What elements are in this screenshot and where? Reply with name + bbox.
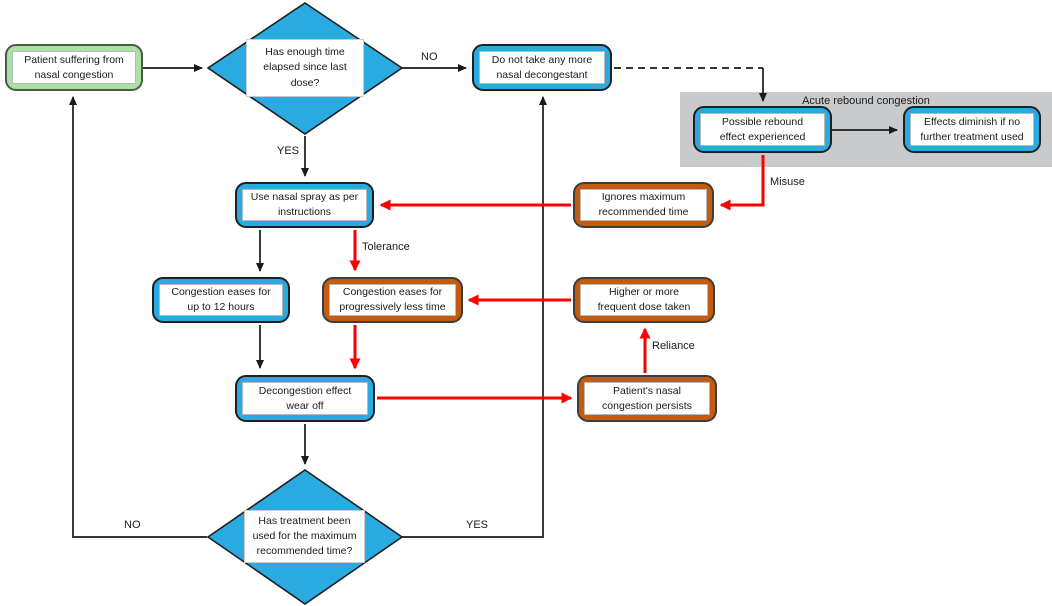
edge-label-yes-top: YES [277,145,300,157]
node-congestion-persists-label: Patient's nasal congestion persists [584,382,710,415]
node-congestion-persists: Patient's nasal congestion persists [577,375,717,422]
edge-label-no-bottom: NO [124,519,141,531]
node-ignores-maximum-label: Ignores maximum recommended time [580,189,707,221]
edge-label-yes-bottom: YES [466,519,489,531]
edge-label-misuse: Misuse [770,176,805,188]
node-patient-congestion-label: Patient suffering from nasal congestion [12,51,136,84]
node-eases-less-time: Congestion eases for progressively less … [322,277,463,323]
node-decongestion-wear-off-label: Decongestion effect wear off [242,382,368,415]
node-effects-diminish-label: Effects diminish if no further treatment… [910,113,1034,146]
node-ignores-maximum: Ignores maximum recommended time [573,182,714,228]
decision-enough-time-label: Has enough time elapsed since last dose? [246,39,364,97]
node-possible-rebound-label: Possible rebound effect experienced [700,113,825,146]
acute-rebound-region-title: Acute rebound congestion [802,95,930,107]
node-decongestion-wear-off: Decongestion effect wear off [235,375,375,422]
node-effects-diminish: Effects diminish if no further treatment… [903,106,1041,153]
edge-label-no-top: NO [421,51,438,63]
node-patient-congestion: Patient suffering from nasal congestion [5,44,143,91]
node-do-not-take: Do not take any more nasal decongestant [472,44,612,91]
node-eases-less-time-label: Congestion eases for progressively less … [329,284,456,316]
edge-label-reliance: Reliance [652,340,695,352]
edge-decision2-no-to-patient [69,96,207,538]
edge-misuse [719,155,765,211]
node-use-nasal-spray: Use nasal spray as per instructions [235,182,374,228]
edge-label-tolerance: Tolerance [362,241,410,253]
edge-decision2-yes-to-stop [402,96,547,538]
node-possible-rebound: Possible rebound effect experienced [693,106,832,153]
node-use-nasal-spray-label: Use nasal spray as per instructions [242,189,367,221]
decision-treatment-max-label: Has treatment been used for the maximum … [244,510,365,563]
node-higher-dose: Higher or more frequent dose taken [573,277,715,323]
node-eases-12-hours-label: Congestion eases for up to 12 hours [159,284,283,316]
node-eases-12-hours: Congestion eases for up to 12 hours [152,277,290,323]
node-higher-dose-label: Higher or more frequent dose taken [580,284,708,316]
node-do-not-take-label: Do not take any more nasal decongestant [479,51,605,84]
